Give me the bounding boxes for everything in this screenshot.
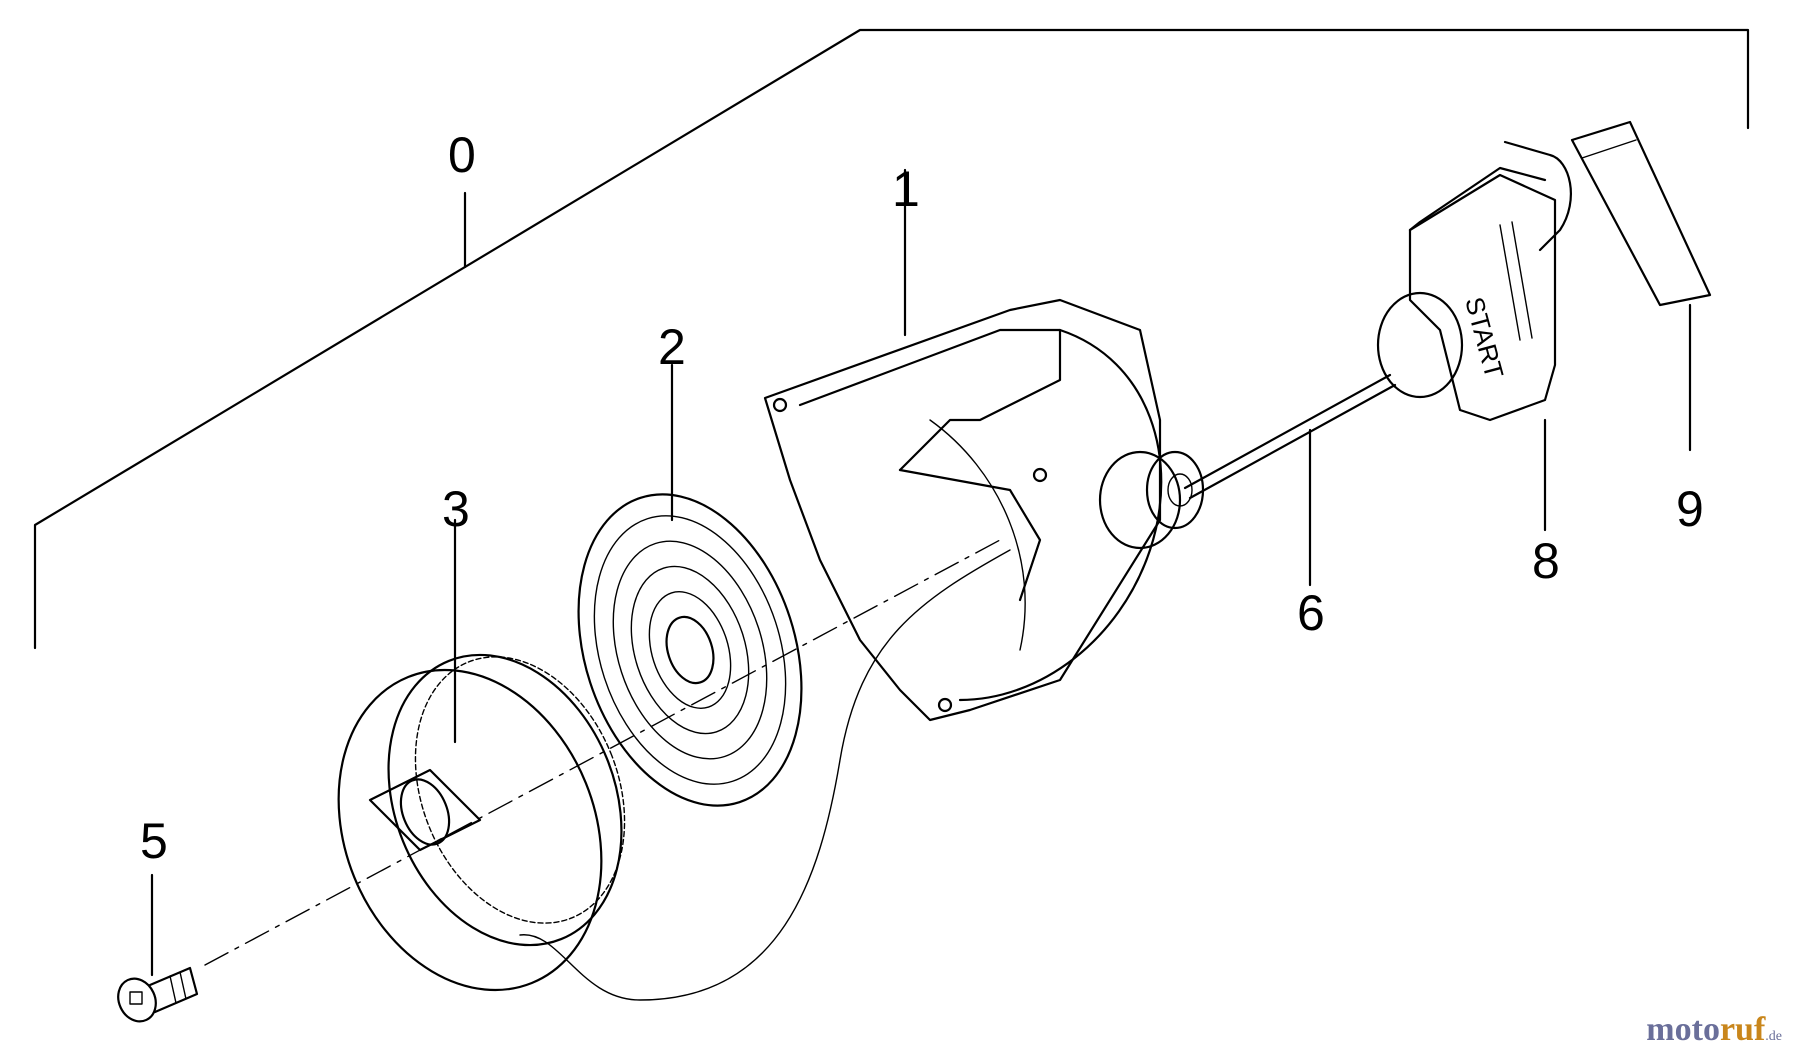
part-3-pulley	[337, 518, 626, 992]
starter-rope	[519, 549, 1011, 1001]
callout-9: 9	[1676, 481, 1704, 537]
part-2-spring	[577, 363, 803, 807]
callout-3: 3	[442, 481, 470, 537]
part-5-screw	[117, 873, 199, 1023]
assembly-axis	[204, 539, 1001, 966]
callout-8: 8	[1532, 533, 1560, 589]
part-8-handle: START	[1376, 140, 1572, 532]
callout-1: 1	[892, 161, 920, 217]
part-1-housing	[763, 168, 1205, 722]
assembly-bracket	[33, 28, 1750, 650]
part-6-rope	[1183, 373, 1397, 587]
callout-6: 6	[1297, 585, 1325, 641]
handle-start-text: START	[1459, 294, 1509, 382]
callout-5: 5	[140, 813, 168, 869]
part-9-grip-insert	[1570, 120, 1712, 452]
callout-2: 2	[658, 319, 686, 375]
watermark-logo: motoruf.de	[1646, 1011, 1782, 1048]
callout-0: 0	[448, 127, 476, 183]
